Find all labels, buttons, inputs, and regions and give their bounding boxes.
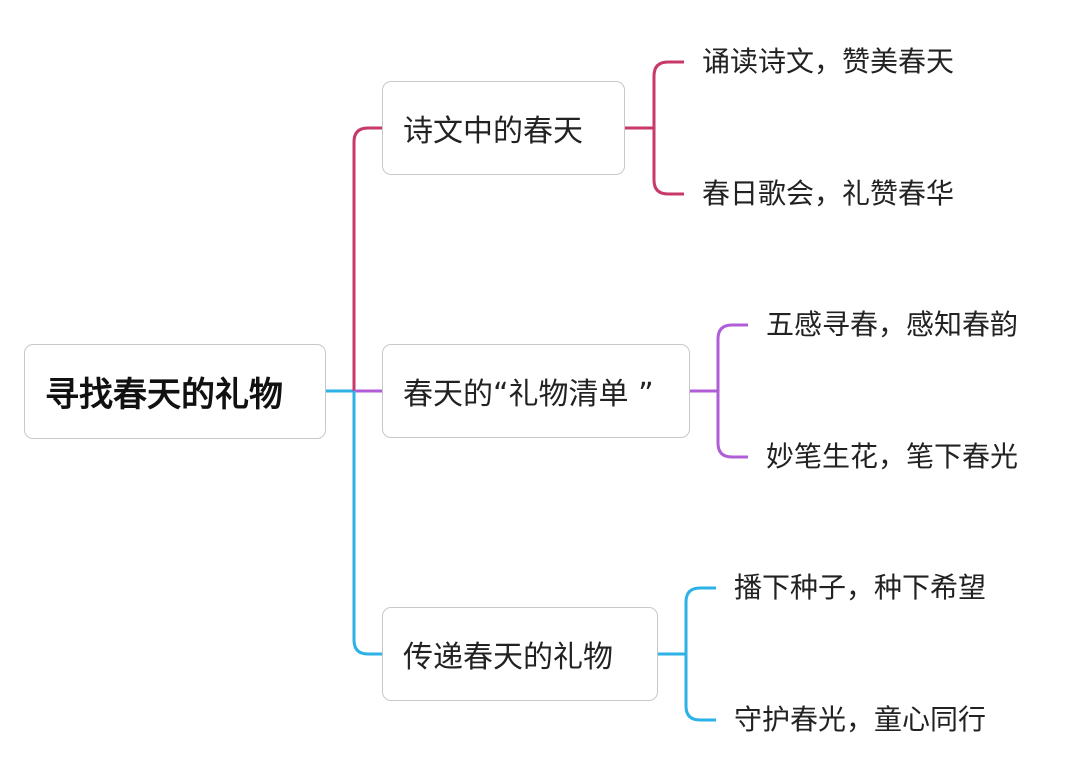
connector-leaf-1-2	[652, 128, 684, 196]
leaf-node-3-2[interactable]: 守护春光，童心同行	[734, 703, 987, 736]
root-node-label: 寻找春天的礼物	[45, 375, 283, 415]
leaf-node-3-1[interactable]: 播下种子，种下希望	[734, 571, 987, 604]
branch-node-2[interactable]: 春天的“礼物清单 ”	[382, 344, 690, 438]
leaf-node-2-1[interactable]: 五感寻春，感知春韵	[766, 308, 1019, 341]
connector-leaf-3-2	[684, 654, 716, 722]
connector-leaf-2-1	[690, 323, 748, 393]
connector-branch-1	[352, 126, 382, 391]
branch-node-3-label: 传递春天的礼物	[403, 640, 613, 675]
branch-node-2-label: 春天的“礼物清单 ”	[403, 377, 654, 412]
connector-leaf-2-2	[716, 391, 748, 459]
branch-node-1[interactable]: 诗文中的春天	[382, 81, 625, 175]
connector-branch-3	[352, 391, 382, 656]
branch-node-1-label: 诗文中的春天	[403, 114, 583, 149]
leaf-node-1-2[interactable]: 春日歌会，礼赞春华	[702, 177, 955, 210]
root-node[interactable]: 寻找春天的礼物	[24, 344, 326, 439]
branch-node-3[interactable]: 传递春天的礼物	[382, 607, 658, 701]
connector-leaf-3-1	[657, 586, 716, 656]
leaf-node-2-2[interactable]: 妙笔生花，笔下春光	[766, 440, 1019, 473]
connector-leaf-1-1	[624, 60, 684, 130]
leaf-node-1-1[interactable]: 诵读诗文，赞美春天	[702, 45, 955, 78]
